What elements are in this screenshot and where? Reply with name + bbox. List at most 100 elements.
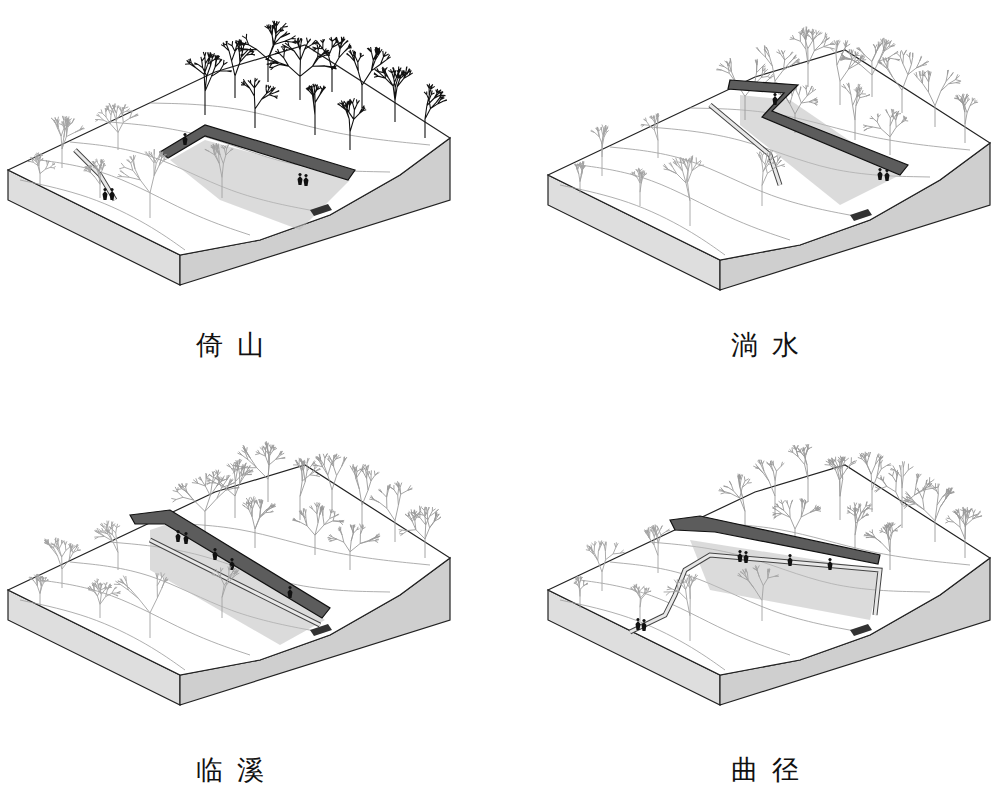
person-figure [183,136,188,145]
roof-structure [670,516,880,564]
tree [231,441,285,502]
person-head [184,532,187,535]
person-figure [304,177,309,186]
person-head [110,188,113,191]
tree [51,116,85,168]
caption-label: 曲径 [716,752,815,788]
tree [94,521,120,570]
tree [424,84,447,138]
contour-line [580,165,790,240]
terrain-block [548,444,990,705]
tree [205,143,234,198]
tree [847,502,873,556]
walkway [75,150,115,200]
shadow-area [150,520,325,645]
person-figure [788,557,793,566]
person-head [288,586,291,589]
tree [117,149,168,218]
block-top-face [548,465,990,675]
tree [374,67,413,123]
tree [664,574,698,641]
tree [874,461,937,528]
tree [212,566,240,618]
tree [863,109,908,155]
tree [954,94,978,143]
tree [185,52,232,115]
caption-label: 临溪 [181,752,280,788]
tree [756,45,800,103]
tree [757,150,785,206]
tree [641,113,660,158]
person-head [885,169,888,172]
person-head [878,168,881,171]
tree [630,168,647,206]
tree [238,21,297,82]
person-figure [213,551,218,560]
tree [88,579,121,619]
block-top-face [8,465,450,675]
person-head [304,174,307,177]
tree [327,524,380,570]
person-figure [110,191,115,200]
tree [790,26,836,87]
tree [663,155,704,226]
person-head [230,558,233,561]
tree [945,507,982,558]
tree [114,572,168,638]
roof-structure [130,510,330,618]
block-top-face [548,50,990,260]
contour-line [560,185,725,255]
culvert [310,624,332,636]
tree [292,502,344,555]
tree [902,483,955,542]
culvert [850,624,872,636]
tree [914,70,961,127]
culvert [850,209,872,221]
tree [241,78,279,128]
tree [586,540,625,591]
block-top-face [8,45,450,255]
tree [28,152,56,185]
tree [574,161,586,193]
tree [337,98,366,150]
person-figure [738,553,743,562]
tree [29,574,49,605]
tree [306,84,326,135]
person-head [636,618,639,621]
tree [44,538,81,589]
person-head [213,548,216,551]
person-head [773,93,776,96]
person-head [828,558,831,561]
tree [788,444,812,502]
person-figure [878,171,883,180]
person-figure [828,561,833,570]
tree [737,565,778,621]
person-figure [288,589,293,598]
tree [350,464,379,528]
person-figure [636,621,641,630]
person-figure [184,535,189,544]
tree [841,83,870,140]
person-head [642,619,645,622]
roof-structure [728,80,908,175]
person-head [788,554,791,557]
caption-label: 倚山 [181,327,280,363]
culvert [310,204,332,216]
terrain-block [8,441,450,705]
person-head [738,550,741,553]
walkway-inner [75,150,115,200]
tree [574,576,588,608]
tree [312,454,346,513]
terrain-block [548,26,990,290]
tree [630,584,651,621]
tree [644,524,670,573]
person-figure [298,176,303,185]
contour-line [20,180,185,250]
tree [753,459,784,518]
terrain-block [8,21,450,285]
caption-label: 淌水 [716,327,815,363]
person-head [103,188,106,191]
person-figure [885,172,890,181]
